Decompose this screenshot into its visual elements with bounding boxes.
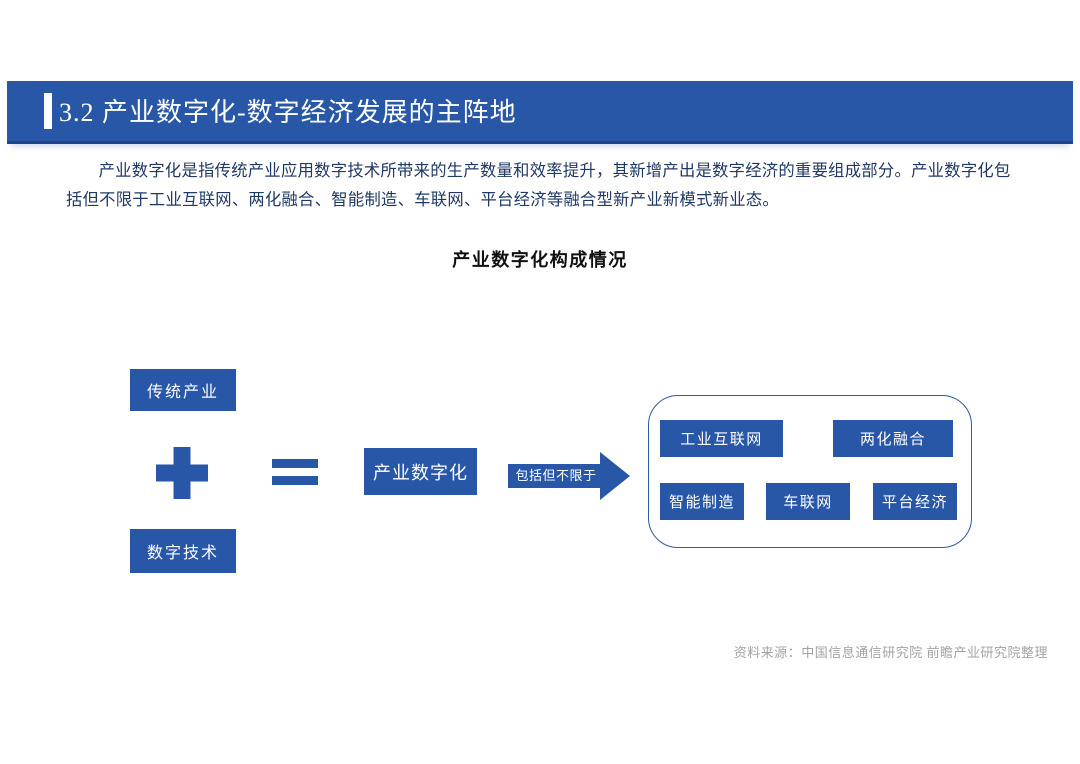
component-internet-of-vehicles: 车联网 bbox=[766, 483, 850, 520]
industry-digitalization-result-box: 产业数字化 bbox=[364, 448, 477, 495]
equals-bar-top bbox=[272, 459, 318, 468]
equals-bar-bottom bbox=[272, 476, 318, 485]
digital-technology-box: 数字技术 bbox=[130, 529, 236, 573]
header-bar: 3.2 产业数字化-数字经济发展的主阵地 bbox=[7, 81, 1073, 144]
components-container: 工业互联网 两化融合 智能制造 车联网 平台经济 bbox=[648, 395, 972, 548]
arrow-label: 包括但不限于 bbox=[515, 468, 597, 483]
intro-paragraph: 产业数字化是指传统产业应用数字技术所带来的生产数量和效率提升，其新增产出是数字经… bbox=[66, 161, 1011, 209]
equals-icon bbox=[272, 459, 318, 485]
component-platform-economy: 平台经济 bbox=[873, 483, 957, 520]
right-arrow-icon: 包括但不限于 bbox=[508, 450, 632, 502]
component-industrial-internet: 工业互联网 bbox=[660, 420, 783, 457]
header-accent-bar bbox=[44, 93, 52, 129]
diagram-title: 产业数字化构成情况 bbox=[452, 250, 628, 270]
plus-icon bbox=[156, 447, 208, 499]
component-intelligent-manufacturing: 智能制造 bbox=[660, 483, 744, 520]
traditional-industry-box: 传统产业 bbox=[130, 369, 236, 411]
page-title: 3.2 产业数字化-数字经济发展的主阵地 bbox=[59, 97, 517, 127]
component-integration-of-informatization: 两化融合 bbox=[833, 420, 953, 457]
source-note: 资料来源：中国信息通信研究院 前瞻产业研究院整理 bbox=[733, 645, 1048, 660]
